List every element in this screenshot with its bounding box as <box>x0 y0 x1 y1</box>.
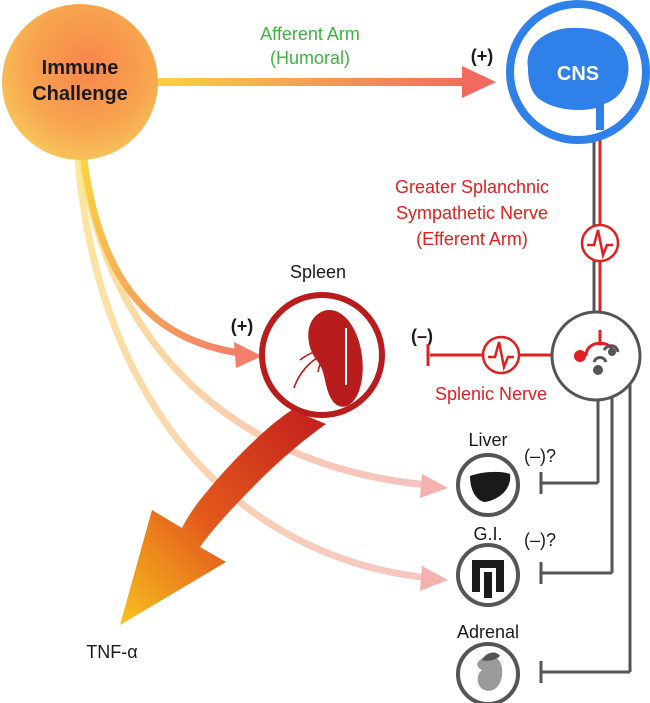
pathway-to-liver <box>78 156 434 489</box>
splanchnic-label-line1: Greater Splanchnic <box>395 177 549 197</box>
nerve-impulse-icon <box>587 229 613 260</box>
immune-challenge-label-line1: Immune <box>42 57 119 79</box>
immune-challenge-circle <box>2 4 158 160</box>
arrowhead-to-gi <box>420 566 448 591</box>
afferent-plus-sign: (+) <box>471 46 494 66</box>
pathway-to-spleen <box>80 156 244 357</box>
spleen-plus-sign: (+) <box>231 316 254 336</box>
brain-icon <box>527 27 629 130</box>
spleen-icon <box>308 309 363 407</box>
liver-sign: (–)? <box>524 446 556 466</box>
gi-sign: (–)? <box>524 530 556 550</box>
spleen-minus-sign: (–) <box>411 326 433 346</box>
immune-challenge-label-line2: Challenge <box>32 83 128 105</box>
arrowhead-to-spleen <box>234 342 262 368</box>
afferent-humoral-label: (Humoral) <box>270 48 350 68</box>
splanchnic-label-line2: Sympathetic Nerve <box>396 203 548 223</box>
cns-label: CNS <box>557 63 599 85</box>
ganglion-icon <box>574 330 620 375</box>
liver-icon <box>470 471 511 502</box>
spleen-label: Spleen <box>290 262 346 282</box>
liver-label: Liver <box>468 430 507 450</box>
spleen-vessels <box>293 348 335 389</box>
afferent-arrowhead <box>462 66 496 98</box>
tnf-alpha-label: TNF-α <box>86 642 137 662</box>
arrowhead-to-liver <box>420 474 448 498</box>
splanchnic-label-line3: (Efferent Arm) <box>416 229 528 249</box>
pathway-to-adrenal-gi <box>74 156 434 582</box>
afferent-arrow-shaft <box>150 78 470 86</box>
afferent-arm-label: Afferent Arm <box>260 24 360 44</box>
kidney-adrenal-icon <box>477 655 503 691</box>
ganglion-circle <box>550 310 642 402</box>
intestine-icon <box>472 560 504 598</box>
adrenal-label: Adrenal <box>457 622 519 642</box>
tnf-alpha-arrow <box>120 410 326 625</box>
splenic-nerve-label: Splenic Nerve <box>435 384 547 404</box>
splenic-nerve-impulse-icon <box>488 341 514 372</box>
gi-label: G.I. <box>473 524 502 544</box>
adrenal-gland <box>482 652 500 661</box>
